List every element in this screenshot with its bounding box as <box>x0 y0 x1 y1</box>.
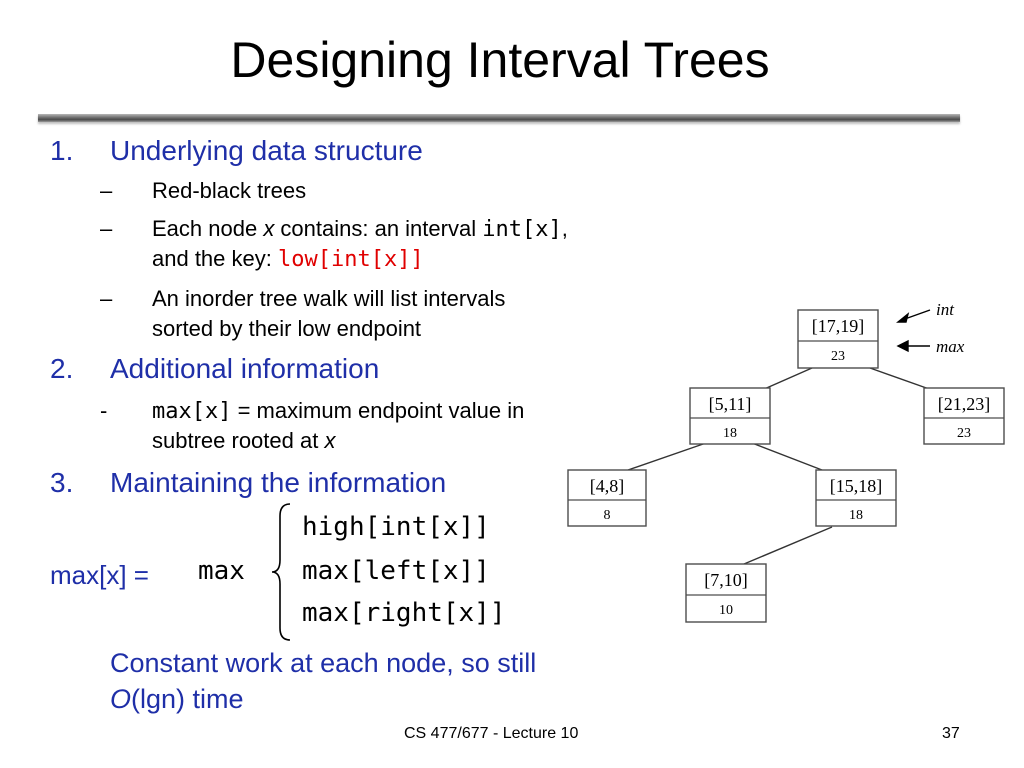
node-max: 18 <box>849 508 863 523</box>
edge-root-left <box>761 367 813 391</box>
node-interval: [21,23] <box>938 394 991 414</box>
bullet-dash: – <box>100 178 113 203</box>
text-fragment: subtree rooted at <box>152 428 325 453</box>
node-max: 18 <box>723 426 737 441</box>
edge-left-left <box>627 442 707 471</box>
item-number: 3. <box>50 467 74 498</box>
text-fragment: (lgn) <box>131 684 186 714</box>
node-box <box>567 469 647 527</box>
var-x: x <box>324 428 336 453</box>
subitem-text: Red-black trees <box>152 178 307 203</box>
footer-page-number: 37 <box>942 725 960 742</box>
tree-node-15-18: [15,18] 18 <box>815 469 897 527</box>
code-int-x: int[x] <box>482 217 562 242</box>
subitem-text: sorted by their low endpoint <box>152 316 422 341</box>
node-max: 8 <box>604 508 611 523</box>
text-fragment: and the key: <box>152 246 278 271</box>
bullet-dash: – <box>100 286 113 311</box>
tree-edges <box>627 367 933 565</box>
edge-left-right <box>751 442 823 471</box>
int-arrowhead <box>896 312 910 323</box>
node-interval: [4,8] <box>590 476 625 496</box>
item-text: Underlying data structure <box>110 135 423 166</box>
bullet-dash: – <box>100 216 113 241</box>
subitem-text: max[x] = maximum endpoint value in <box>152 396 524 427</box>
formula-max-func: max <box>198 556 245 586</box>
node-box <box>923 387 1005 445</box>
node-interval: [15,18] <box>830 476 883 496</box>
node-interval: [7,10] <box>704 570 748 590</box>
node-box <box>689 387 771 445</box>
max-label: max <box>936 337 965 356</box>
tree-node-4-8: [4,8] 8 <box>567 469 647 527</box>
subitem-text: An inorder tree walk will list intervals <box>152 286 506 311</box>
edge-root-right <box>869 367 933 391</box>
node-interval: [5,11] <box>709 394 752 414</box>
tree-node-7-10: [7,10] 10 <box>685 563 767 623</box>
formula-option-high: high[int[x]] <box>302 512 490 542</box>
int-label: int <box>936 300 955 319</box>
text-fragment: , <box>561 216 568 241</box>
item-text: Maintaining the information <box>110 467 447 498</box>
node-max: 23 <box>957 426 971 441</box>
code-max-x: max[x] <box>152 399 232 424</box>
text-fragment: contains: an interval <box>274 216 483 241</box>
formula-option-left: max[left[x]] <box>302 556 490 586</box>
node-interval: [17,19] <box>812 316 865 336</box>
edge-15-7 <box>743 526 833 565</box>
item-number: 2. <box>50 353 74 384</box>
tree-node-5-11: [5,11] 18 <box>689 387 771 445</box>
text-fragment: Each node <box>152 216 264 241</box>
text-fragment: = maximum endpoint value in <box>231 398 525 423</box>
text-fragment: time <box>185 684 244 714</box>
node-box <box>797 309 879 369</box>
max-arrowhead <box>896 339 909 353</box>
node-max: 10 <box>719 603 733 618</box>
node-box <box>815 469 897 527</box>
subitem-text: Each node x contains: an interval int[x]… <box>152 214 568 245</box>
code-low-int-x: low[int[x]] <box>277 247 424 272</box>
item-text: Additional information <box>110 353 380 384</box>
bullet-dash: - <box>100 398 108 423</box>
tree-node-root: [17,19] 23 <box>797 309 879 369</box>
conclusion-text: O(lgn) time <box>110 682 244 716</box>
page-title: Designing Interval Trees <box>230 32 770 88</box>
formula-brace <box>271 503 291 641</box>
item-number: 1. <box>50 135 74 166</box>
tree-node-21-23: [21,23] 23 <box>923 387 1005 445</box>
title-divider <box>38 114 960 122</box>
annotation-arrows <box>896 309 931 353</box>
subitem-text: and the key: low[int[x]] <box>152 244 424 275</box>
var-x: x <box>263 216 275 241</box>
formula-option-right: max[right[x]] <box>302 598 506 628</box>
node-box <box>685 563 767 623</box>
node-max: 23 <box>831 349 845 364</box>
conclusion-text: Constant work at each node, so still <box>110 648 537 678</box>
footer-course: CS 477/677 - Lecture 10 <box>404 725 579 742</box>
big-o: O <box>110 684 132 714</box>
subitem-text: subtree rooted at x <box>152 426 335 456</box>
formula-lhs-text: max[x] = <box>50 560 149 590</box>
